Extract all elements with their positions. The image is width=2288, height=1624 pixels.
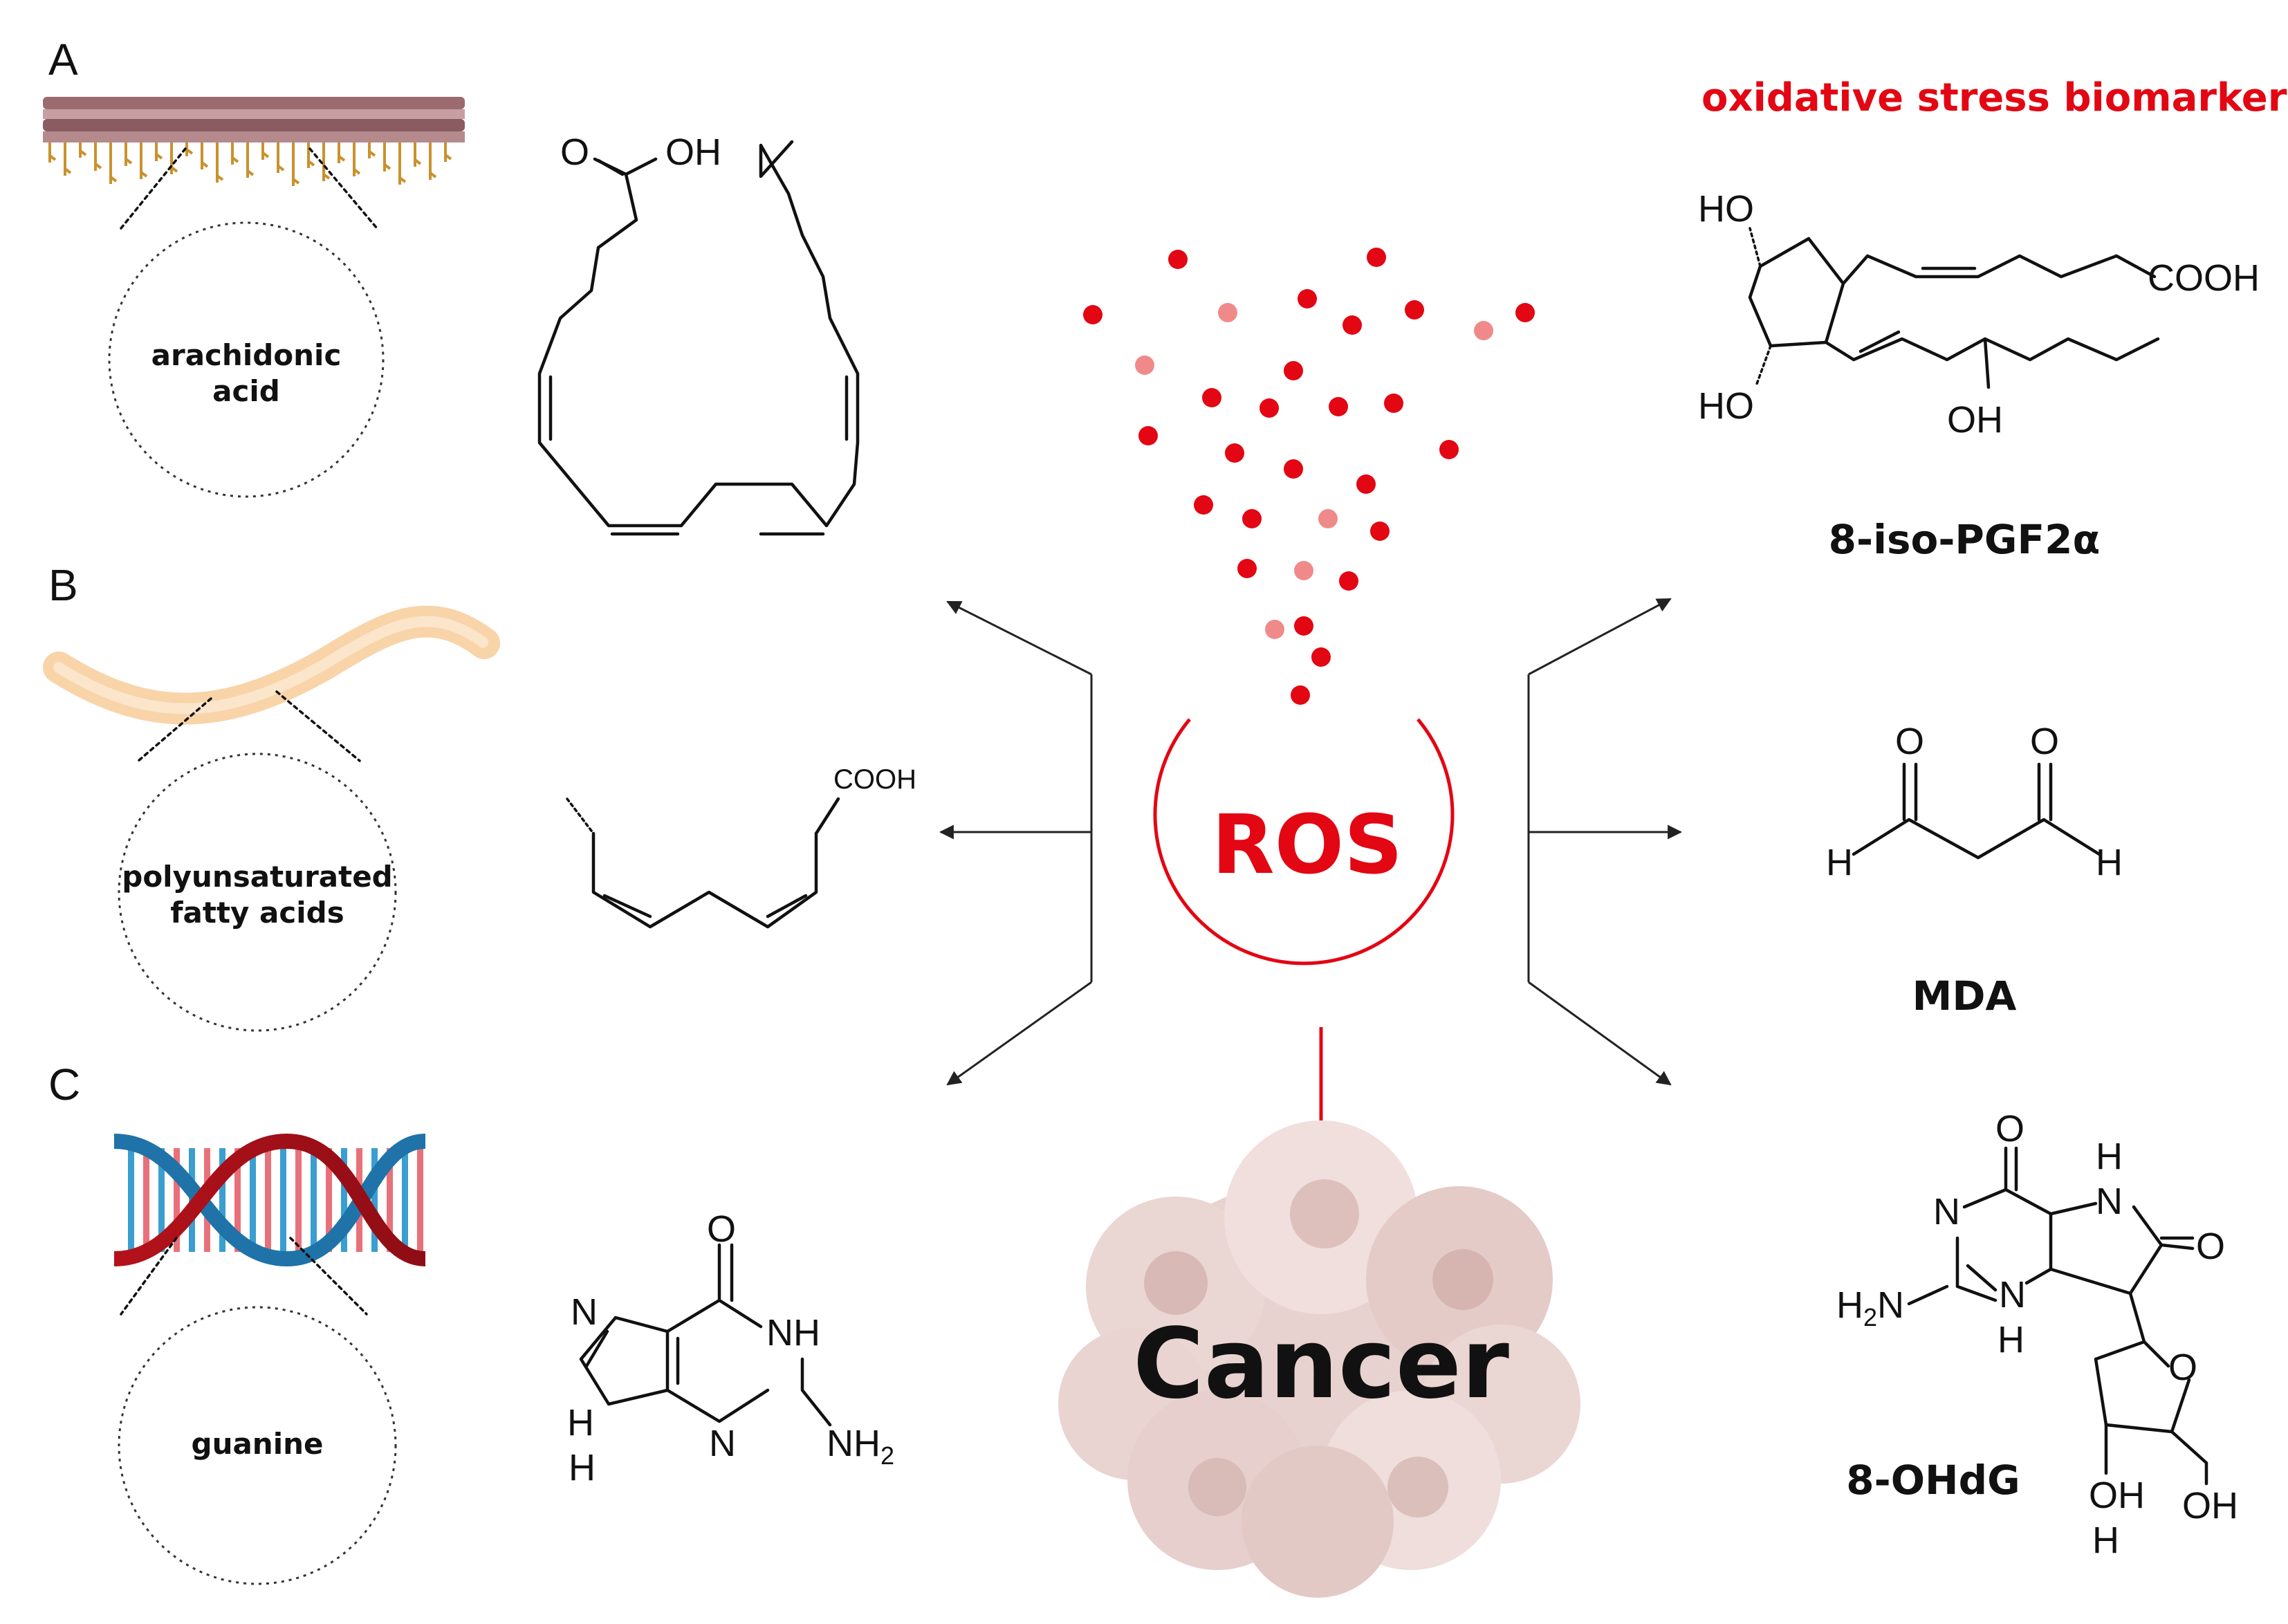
atom-nh2: NH2 bbox=[827, 1423, 894, 1470]
zoom-line bbox=[120, 1237, 178, 1316]
iso-pgf2a-structure: HO HO COOH OH bbox=[1698, 188, 2260, 441]
ros-particle bbox=[1194, 495, 1213, 515]
ros-particle bbox=[1135, 356, 1154, 375]
atom-oh: OH bbox=[2182, 1485, 2238, 1526]
atom-cooh: COOH bbox=[2148, 257, 2260, 299]
atom-n: N bbox=[571, 1291, 598, 1333]
atom-o: O bbox=[1895, 721, 1924, 762]
atom-o: O bbox=[2196, 1226, 2225, 1267]
cancer-cell-cluster-illustration bbox=[1058, 1120, 1580, 1598]
atom-h: H bbox=[1826, 842, 1853, 883]
guanine-structure: O NH N N H H NH2 bbox=[567, 1208, 894, 1488]
right-branch-arrows bbox=[1527, 598, 1683, 1086]
ros-particle bbox=[1294, 616, 1313, 636]
atom-h: H bbox=[567, 1402, 594, 1443]
atom-o: O bbox=[1995, 1108, 2024, 1150]
atom-n: N bbox=[1933, 1191, 1960, 1233]
arachidonic-acid-structure: O OH bbox=[537, 131, 860, 536]
atom-cooh-small: COOH bbox=[833, 764, 916, 795]
pufa-structure: COOH bbox=[566, 764, 916, 929]
ros-particle bbox=[1138, 426, 1158, 445]
ros-particle bbox=[1168, 250, 1188, 269]
ros-particle bbox=[1218, 303, 1237, 322]
ros-particle bbox=[1083, 305, 1103, 324]
ros-particle bbox=[1284, 459, 1303, 479]
atom-ho: HO bbox=[1698, 188, 1754, 230]
lipid-bilayer-wave-illustration bbox=[43, 605, 500, 725]
ros-particle bbox=[1474, 321, 1493, 340]
ros-particle bbox=[1202, 388, 1221, 407]
cancer-label: Cancer bbox=[1133, 1308, 1509, 1421]
ros-particle bbox=[1515, 303, 1535, 322]
atom-h: H bbox=[2092, 1520, 2119, 1561]
mda-structure: O O H H bbox=[1826, 721, 2123, 883]
atom-n: N bbox=[709, 1423, 736, 1464]
biomarkers-title: oxidative stress biomarkers bbox=[1701, 75, 2288, 120]
panel-letter-c: C bbox=[48, 1060, 80, 1109]
panel-letter-a: A bbox=[48, 35, 78, 84]
ros-particle bbox=[1384, 394, 1403, 413]
atom-n: N bbox=[2096, 1181, 2123, 1222]
atom-o: O bbox=[2168, 1347, 2197, 1388]
atom-h: H bbox=[2096, 1136, 2123, 1177]
zoom-circle-c bbox=[118, 1306, 397, 1585]
ros-particle bbox=[1439, 440, 1459, 459]
biomarker-name-ohdg: 8-OHdG bbox=[1846, 1457, 2020, 1504]
ros-particle bbox=[1284, 361, 1303, 380]
atom-h2n: H2N bbox=[1836, 1284, 1904, 1331]
ros-particles bbox=[1083, 248, 1535, 705]
biomarker-name-iso: 8-iso-PGF2α bbox=[1829, 516, 2101, 563]
zoom-line bbox=[120, 147, 187, 230]
ros-particle bbox=[1260, 398, 1279, 418]
biomarker-name-mda: MDA bbox=[1912, 972, 2017, 1019]
atom-o: O bbox=[560, 131, 589, 173]
ros-particle bbox=[1311, 647, 1331, 667]
ros-particle bbox=[1405, 300, 1424, 320]
zoom-line bbox=[289, 1237, 368, 1316]
ros-particle bbox=[1242, 509, 1262, 528]
zoom-circle-b bbox=[118, 753, 397, 1032]
circle-label-fatty-acids: fatty acids bbox=[170, 896, 344, 930]
ros-circle bbox=[1153, 718, 1455, 966]
atom-ho: HO bbox=[1698, 385, 1754, 427]
atom-h: H bbox=[2096, 842, 2123, 883]
left-branch-arrows bbox=[939, 600, 1093, 1086]
ohdg-structure: O H N N O N H H2N O OH OH H bbox=[1836, 1108, 2238, 1561]
zoom-line bbox=[308, 147, 378, 230]
circle-label-arachidonic: arachidonic bbox=[151, 338, 342, 372]
cell-membrane-illustration bbox=[43, 97, 465, 186]
ros-particle bbox=[1265, 620, 1284, 639]
dna-helix-illustration bbox=[113, 1133, 426, 1267]
circle-label-polyunsaturated: polyunsaturated bbox=[122, 860, 393, 894]
panel-letter-b: B bbox=[48, 560, 78, 610]
ros-particle bbox=[1237, 559, 1257, 578]
ros-particle bbox=[1329, 397, 1348, 416]
atom-o: O bbox=[707, 1208, 736, 1250]
zoom-line bbox=[137, 697, 212, 762]
ros-particle bbox=[1225, 443, 1244, 463]
atom-n: N bbox=[1999, 1274, 2026, 1316]
atom-oh: OH bbox=[1947, 399, 2003, 441]
ros-particle bbox=[1318, 509, 1338, 528]
ros-particle bbox=[1291, 685, 1310, 705]
ros-label: ROS bbox=[1212, 797, 1403, 892]
zoom-line bbox=[275, 690, 361, 762]
atom-o: O bbox=[2030, 721, 2059, 762]
zoom-circle-a bbox=[108, 221, 385, 498]
ros-particle bbox=[1298, 289, 1317, 308]
atom-h: H bbox=[569, 1447, 596, 1488]
circle-label-acid: acid bbox=[212, 374, 280, 408]
ros-particle bbox=[1370, 522, 1390, 541]
ros-particle bbox=[1339, 571, 1358, 591]
atom-nh: NH bbox=[766, 1312, 820, 1354]
ros-particle bbox=[1294, 561, 1313, 580]
atom-h: H bbox=[1998, 1319, 2024, 1360]
ros-particle bbox=[1356, 474, 1376, 494]
atom-oh: OH bbox=[2089, 1475, 2145, 1516]
circle-label-guanine: guanine bbox=[192, 1427, 324, 1461]
atom-oh: OH bbox=[665, 131, 721, 173]
ros-particle bbox=[1343, 315, 1362, 335]
ros-particle bbox=[1367, 248, 1386, 267]
